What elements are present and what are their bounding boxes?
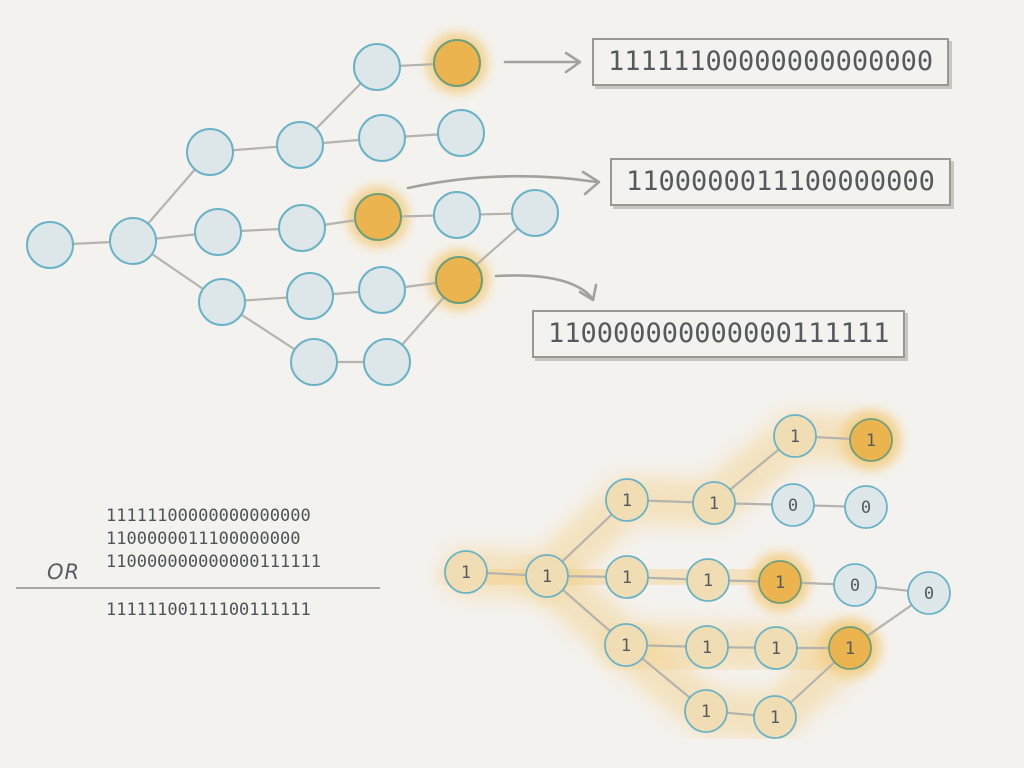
bit-node <box>605 555 649 599</box>
bit-node-label: 1 <box>542 567 552 587</box>
arrow-connector <box>494 274 594 300</box>
graph-node <box>276 121 324 169</box>
bit-string-box-top: 11111100000000000000 <box>592 38 950 86</box>
graph-node <box>26 221 74 269</box>
bit-node <box>685 625 729 669</box>
graph-node <box>353 43 401 91</box>
arrow-head <box>578 283 598 302</box>
bit-node <box>444 550 488 594</box>
or-operand: 110000000000000111111 <box>106 552 321 572</box>
bit-node-label: 0 <box>861 498 871 518</box>
bit-node-label: 1 <box>845 639 855 659</box>
bit-node-label: 0 <box>788 496 798 516</box>
highlighted-bit-node <box>849 418 893 462</box>
arrow-head <box>581 170 601 196</box>
arrow-connector <box>406 174 599 190</box>
bit-node-label: 1 <box>622 491 632 511</box>
bit-node-label: 1 <box>866 431 876 451</box>
bit-node-label: 1 <box>703 571 713 591</box>
bit-node-label: 0 <box>850 576 860 596</box>
bit-node-label: 1 <box>461 563 471 583</box>
graph-node <box>198 278 246 326</box>
graph-node <box>286 272 334 320</box>
bit-node-label: 1 <box>771 639 781 659</box>
graph-node <box>437 109 485 157</box>
graph-node <box>511 189 559 237</box>
bit-node <box>753 695 797 739</box>
arrow-head <box>564 51 582 74</box>
or-operand: 11111100000000000000 <box>106 506 311 526</box>
bit-node-label: 1 <box>770 708 780 728</box>
bit-node <box>773 414 817 458</box>
graph-node <box>358 266 406 314</box>
graph-node <box>358 114 406 162</box>
bit-node <box>907 571 951 615</box>
bit-node-label: 1 <box>709 494 719 514</box>
graph-node <box>194 208 242 256</box>
or-result: 11111100111100111111 <box>106 600 311 620</box>
highlighted-node <box>435 256 483 304</box>
highlighted-node <box>433 39 481 87</box>
or-operand: 1100000011100000000 <box>106 529 301 549</box>
bit-string-box-bottom: 110000000000000111111 <box>532 310 906 358</box>
bit-node <box>754 626 798 670</box>
graph-node <box>290 338 338 386</box>
bit-node <box>525 554 569 598</box>
bit-node <box>844 485 888 529</box>
bit-node <box>684 689 728 733</box>
bit-node <box>771 483 815 527</box>
bit-node-label: 1 <box>701 702 711 722</box>
graph-node <box>278 204 326 252</box>
highlighted-bit-node <box>828 626 872 670</box>
bit-node <box>605 478 649 522</box>
bit-node-label: 0 <box>924 584 934 604</box>
or-divider-line <box>16 587 380 589</box>
bit-node <box>692 481 736 525</box>
graph-node <box>186 128 234 176</box>
graph-node <box>433 191 481 239</box>
or-operands: 11111100000000000000 1100000011100000000… <box>106 505 321 574</box>
bit-node-label: 1 <box>622 568 632 588</box>
highlighted-node <box>354 193 402 241</box>
highlighted-bit-node <box>758 560 802 604</box>
bit-node-label: 1 <box>775 573 785 593</box>
bit-string-box-middle: 1100000011100000000 <box>610 158 951 206</box>
bit-node-label: 1 <box>702 638 712 658</box>
or-operator-label: OR <box>47 560 81 584</box>
bit-node <box>604 623 648 667</box>
bit-node-label: 1 <box>790 427 800 447</box>
bit-node <box>686 558 730 602</box>
bit-node <box>833 563 877 607</box>
graph-node <box>363 338 411 386</box>
graph-node <box>109 217 157 265</box>
bit-node-label: 1 <box>621 636 631 656</box>
